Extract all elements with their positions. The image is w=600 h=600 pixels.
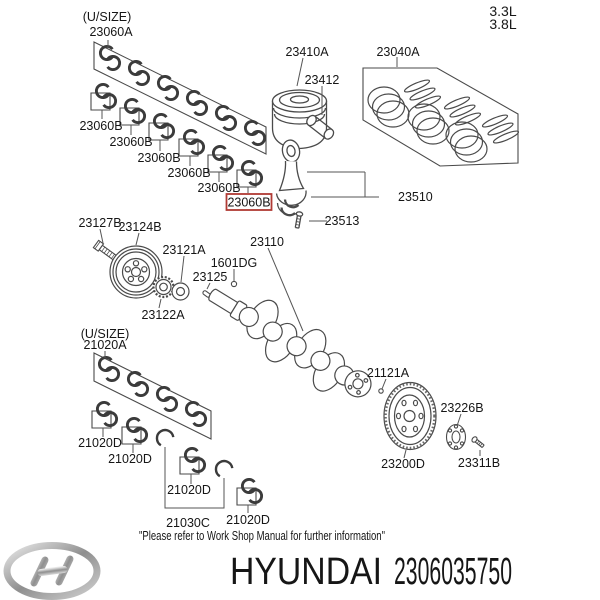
connecting-rod — [275, 139, 307, 229]
part-number-text: 2306035750 — [394, 551, 512, 593]
plate-bolt — [471, 436, 485, 448]
label-usize-top: (U/SIZE) — [83, 10, 132, 24]
label-23513[interactable]: 23513 — [325, 214, 360, 228]
washer — [171, 282, 190, 301]
piston-pin — [306, 114, 335, 140]
piston — [271, 89, 335, 150]
label-23060B-selected[interactable]: 23060B — [227, 196, 270, 210]
workshop-note: "Please refer to Work Shop Manual for fu… — [139, 529, 385, 543]
label-23226B[interactable]: 23226B — [440, 401, 483, 415]
label-23412[interactable]: 23412 — [305, 73, 340, 87]
adapter-plate — [445, 423, 467, 451]
timing-sprocket — [152, 275, 175, 299]
label-23121A[interactable]: 23121A — [162, 243, 206, 257]
label-21020D-2[interactable]: 21020D — [108, 452, 152, 466]
footer-title: HYUNDAI 2306035750 — [230, 551, 512, 593]
highlight-box[interactable] — [225, 193, 273, 211]
piston-ring-set — [362, 67, 521, 167]
label-21020A[interactable]: 21020A — [83, 338, 127, 352]
label-23124B[interactable]: 23124B — [118, 220, 161, 234]
label-23125[interactable]: 23125 — [193, 270, 228, 284]
hyundai-logo — [3, 542, 101, 600]
label-21020D-3[interactable]: 21020D — [167, 483, 211, 497]
label-21030C[interactable]: 21030C — [166, 516, 210, 530]
label-23060B-3[interactable]: 23060B — [137, 151, 180, 165]
label-23200D[interactable]: 23200D — [381, 457, 425, 471]
brand-text: HYUNDAI — [230, 551, 382, 593]
rod-bearing-set-band — [93, 41, 267, 155]
engine-variant-1: 3.3L — [489, 3, 516, 19]
label-1601DG[interactable]: 1601DG — [211, 256, 258, 270]
label-21020D-1[interactable]: 21020D — [78, 436, 122, 450]
label-23060B-2[interactable]: 23060B — [109, 135, 152, 149]
label-23060A[interactable]: 23060A — [89, 25, 133, 39]
label-23510[interactable]: 23510 — [398, 190, 433, 204]
label-23122A[interactable]: 23122A — [141, 308, 185, 322]
label-23040A[interactable]: 23040A — [376, 45, 420, 59]
label-23060B-1[interactable]: 23060B — [79, 119, 122, 133]
label-23311B[interactable]: 23311B — [458, 456, 500, 470]
rod-bolt — [294, 211, 304, 229]
dowel-pin-1601dg — [230, 280, 238, 288]
label-23410A[interactable]: 23410A — [285, 45, 329, 59]
drive-plate — [383, 381, 437, 451]
label-23127B[interactable]: 23127B — [78, 216, 121, 230]
leader-lines — [99, 40, 481, 513]
label-21121A[interactable]: 21121A — [367, 366, 410, 380]
label-usize-bottom: (U/SIZE) — [81, 327, 130, 341]
dowel-pin-21121a — [378, 388, 384, 394]
label-23110[interactable]: 23110 — [250, 235, 284, 249]
crankshaft — [208, 288, 372, 398]
main-bearing-set-band — [93, 352, 212, 440]
crankshaft-pulley — [109, 245, 163, 299]
label-21020D-4[interactable]: 21020D — [226, 513, 270, 527]
engine-variant-2: 3.8L — [489, 16, 516, 32]
label-23060B-5[interactable]: 23060B — [197, 181, 240, 195]
label-23060B-4[interactable]: 23060B — [167, 166, 210, 180]
